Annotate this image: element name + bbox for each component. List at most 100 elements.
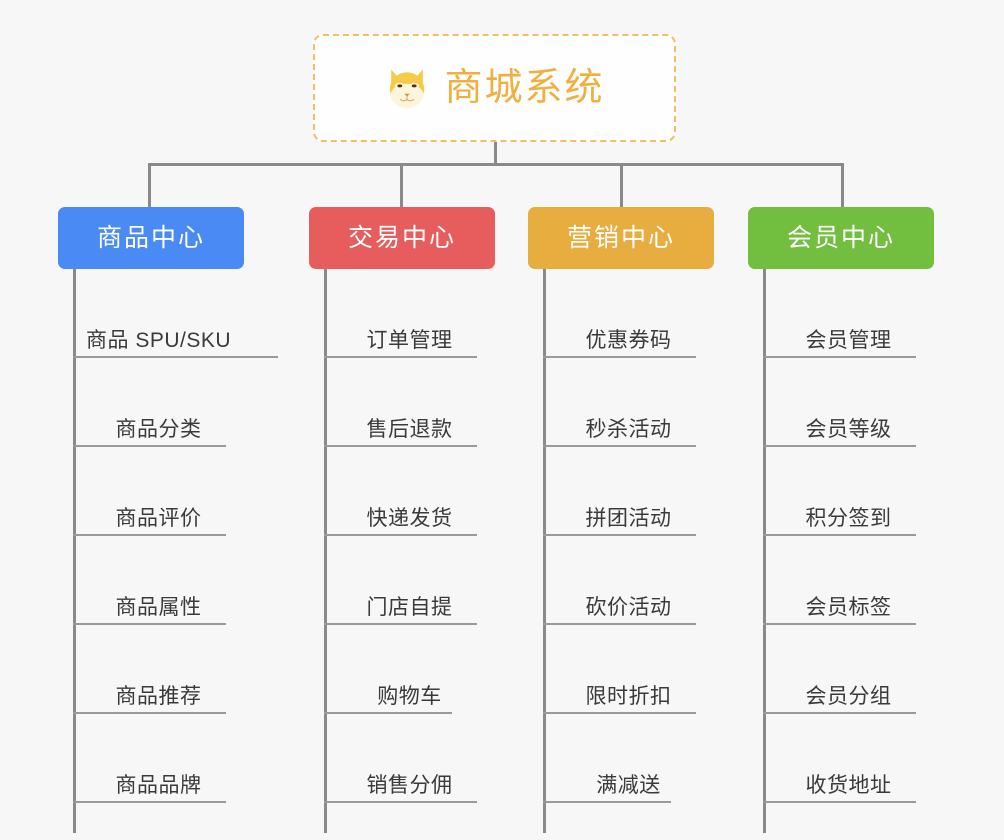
leaf-rule bbox=[543, 712, 696, 714]
leaf-list-2: 订单管理 售后退款 快递发货 门店自提 购物车 销售分佣 bbox=[324, 269, 495, 803]
list-item[interactable]: 商品品牌 bbox=[73, 714, 244, 803]
category-box-2[interactable]: 交易中心 bbox=[309, 207, 495, 269]
list-item[interactable]: 商品属性 bbox=[73, 536, 244, 625]
list-item[interactable]: 商品 SPU/SKU bbox=[73, 269, 278, 358]
list-item[interactable]: 限时折扣 bbox=[543, 625, 714, 714]
leaf-label: 砍价活动 bbox=[585, 595, 672, 619]
leaf-label: 秒杀活动 bbox=[585, 417, 672, 441]
shiba-dog-icon bbox=[390, 69, 425, 109]
connector-drop-2 bbox=[400, 163, 403, 209]
leaf-rule bbox=[543, 356, 696, 358]
leaf-list-1: 商品 SPU/SKU 商品分类 商品评价 商品属性 商品推荐 商品品牌 bbox=[73, 269, 278, 803]
leaf-rule bbox=[73, 534, 226, 536]
leaf-rule bbox=[763, 712, 916, 714]
list-item[interactable]: 商品评价 bbox=[73, 447, 244, 536]
leaf-label: 门店自提 bbox=[366, 595, 453, 619]
list-item[interactable]: 购物车 bbox=[324, 625, 495, 714]
leaf-rule bbox=[543, 623, 696, 625]
connector-drop-1 bbox=[148, 163, 151, 209]
connector-drop-3 bbox=[620, 163, 623, 209]
leaf-label: 售后退款 bbox=[366, 417, 453, 441]
column-spine-1 bbox=[73, 269, 76, 833]
leaf-rule bbox=[73, 801, 226, 803]
leaf-label: 满减送 bbox=[596, 773, 661, 797]
leaf-rule bbox=[324, 801, 477, 803]
leaf-label: 商品 SPU/SKU bbox=[85, 328, 232, 352]
category-label-4: 会员中心 bbox=[786, 223, 895, 252]
leaf-label: 商品属性 bbox=[115, 595, 202, 619]
leaf-label: 快递发货 bbox=[366, 506, 453, 530]
leaf-rule bbox=[543, 534, 696, 536]
list-item[interactable]: 商品分类 bbox=[73, 358, 244, 447]
leaf-label: 商品评价 bbox=[115, 506, 202, 530]
root-node[interactable]: 商城系统 bbox=[313, 34, 676, 142]
leaf-label: 优惠券码 bbox=[585, 328, 672, 352]
leaf-rule bbox=[763, 534, 916, 536]
list-item[interactable]: 收货地址 bbox=[763, 714, 934, 803]
leaf-rule bbox=[73, 356, 278, 358]
leaf-label: 销售分佣 bbox=[366, 773, 453, 797]
category-column-3: 营销中心 优惠券码 秒杀活动 拼团活动 砍价活动 限时折扣 bbox=[528, 207, 714, 833]
leaf-label: 商品推荐 bbox=[115, 684, 202, 708]
category-box-4[interactable]: 会员中心 bbox=[748, 207, 934, 269]
leaf-rule bbox=[763, 801, 916, 803]
list-item[interactable]: 商品推荐 bbox=[73, 625, 244, 714]
root-title: 商城系统 bbox=[444, 67, 605, 109]
leaf-label: 会员等级 bbox=[805, 417, 892, 441]
list-item[interactable]: 优惠券码 bbox=[543, 269, 714, 358]
list-item[interactable]: 快递发货 bbox=[324, 447, 495, 536]
leaf-rule bbox=[324, 534, 477, 536]
leaf-label: 购物车 bbox=[377, 684, 442, 708]
leaf-label: 拼团活动 bbox=[585, 506, 672, 530]
list-item[interactable]: 会员等级 bbox=[763, 358, 934, 447]
list-item[interactable]: 会员管理 bbox=[763, 269, 934, 358]
list-item[interactable]: 满减送 bbox=[543, 714, 714, 803]
leaf-rule bbox=[763, 445, 916, 447]
category-label-1: 商品中心 bbox=[96, 223, 205, 252]
leaf-rule bbox=[324, 356, 477, 358]
list-item[interactable]: 销售分佣 bbox=[324, 714, 495, 803]
leaf-rule bbox=[324, 623, 477, 625]
list-item[interactable]: 砍价活动 bbox=[543, 536, 714, 625]
list-item[interactable]: 会员分组 bbox=[763, 625, 934, 714]
list-item[interactable]: 会员标签 bbox=[763, 536, 934, 625]
root-connector-stem bbox=[494, 142, 497, 166]
connector-drop-4 bbox=[841, 163, 844, 209]
leaf-rule bbox=[324, 445, 477, 447]
category-box-3[interactable]: 营销中心 bbox=[528, 207, 714, 269]
column-spine-4 bbox=[763, 269, 766, 833]
leaf-rule bbox=[763, 356, 916, 358]
list-item[interactable]: 门店自提 bbox=[324, 536, 495, 625]
list-item[interactable]: 售后退款 bbox=[324, 358, 495, 447]
list-item[interactable]: 订单管理 bbox=[324, 269, 495, 358]
column-spine-3 bbox=[543, 269, 546, 833]
category-label-3: 营销中心 bbox=[566, 223, 675, 252]
leaf-label: 会员管理 bbox=[805, 328, 892, 352]
leaf-label: 积分签到 bbox=[805, 506, 892, 530]
leaf-label: 商品分类 bbox=[115, 417, 202, 441]
category-column-1: 商品中心 商品 SPU/SKU 商品分类 商品评价 商品属性 商品推荐 bbox=[58, 207, 278, 833]
column-spine-2 bbox=[324, 269, 327, 833]
list-item[interactable]: 秒杀活动 bbox=[543, 358, 714, 447]
leaf-rule bbox=[763, 623, 916, 625]
leaf-rule bbox=[73, 623, 226, 625]
category-column-2: 交易中心 订单管理 售后退款 快递发货 门店自提 购物车 bbox=[309, 207, 495, 833]
leaf-label: 订单管理 bbox=[366, 328, 453, 352]
leaf-rule bbox=[73, 712, 226, 714]
leaf-rule bbox=[73, 445, 226, 447]
leaf-rule bbox=[324, 712, 452, 714]
leaf-rule bbox=[543, 445, 696, 447]
category-label-2: 交易中心 bbox=[347, 223, 456, 252]
leaf-label: 限时折扣 bbox=[585, 684, 672, 708]
connector-bus bbox=[148, 163, 844, 166]
leaf-label: 商品品牌 bbox=[115, 773, 202, 797]
leaf-rule bbox=[543, 801, 671, 803]
list-item[interactable]: 积分签到 bbox=[763, 447, 934, 536]
list-item[interactable]: 拼团活动 bbox=[543, 447, 714, 536]
leaf-list-3: 优惠券码 秒杀活动 拼团活动 砍价活动 限时折扣 满减送 bbox=[543, 269, 714, 803]
category-box-1[interactable]: 商品中心 bbox=[58, 207, 244, 269]
leaf-label: 会员标签 bbox=[805, 595, 892, 619]
leaf-label: 收货地址 bbox=[805, 773, 892, 797]
leaf-label: 会员分组 bbox=[805, 684, 892, 708]
